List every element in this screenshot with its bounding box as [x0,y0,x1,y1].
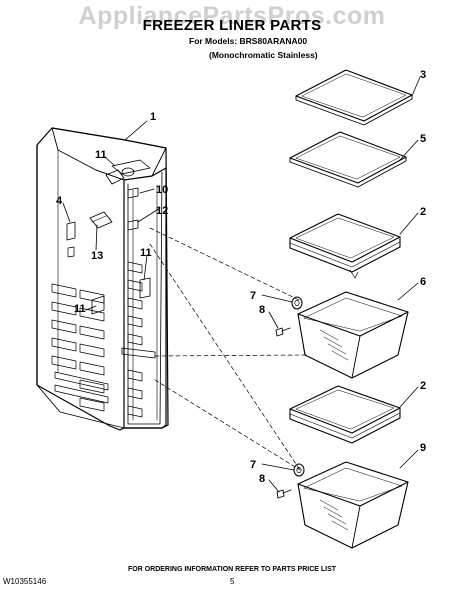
callout-13: 13 [91,250,103,262]
models-line: For Models: BRS80ARANA00 [189,36,308,46]
callout-1: 1 [150,111,156,123]
callout-2-lower: 2 [420,380,426,392]
finish-line: (Monochromatic Stainless) [209,50,318,60]
leader-lines [62,76,421,493]
pan-part-9 [297,461,409,549]
page-number: 5 [230,577,235,586]
ordering-info: FOR ORDERING INFORMATION REFER TO PARTS … [127,566,337,573]
callout-7-lower: 7 [250,459,256,471]
watermark: AppliancePartsPros.com [78,2,386,30]
shelf-framed-part-2-lower [289,385,401,444]
screw-part-8-lower [276,489,292,499]
callout-9: 9 [420,442,426,454]
callout-10: 10 [156,184,168,196]
document-number: W10355146 [3,577,47,586]
alignment-lines [149,227,307,471]
shelf-glass-part-5 [289,131,407,188]
callout-8-upper: 8 [259,304,265,316]
callout-11-low: 11 [74,303,86,315]
shelf-framed-part-2-upper [289,213,401,279]
roller-part-7-lower [293,463,305,477]
callout-8-lower: 8 [259,473,265,485]
page-title: FREEZER LINER PARTS [142,17,322,34]
pan-part-6 [297,291,409,379]
callout-6: 6 [420,276,426,288]
callout-2-upper: 2 [420,206,426,218]
callout-12: 12 [156,205,168,217]
roller-part-7-upper [291,296,303,310]
callout-4: 4 [56,195,63,207]
shelf-glass-part-3 [295,69,413,126]
callout-7-upper: 7 [250,290,256,302]
screw-part-8-upper [275,327,291,337]
callout-11-top: 11 [95,149,107,161]
callout-11-mid: 11 [140,247,152,259]
callout-5: 5 [420,133,426,145]
callout-3: 3 [420,69,426,81]
freezer-liner [36,127,169,431]
